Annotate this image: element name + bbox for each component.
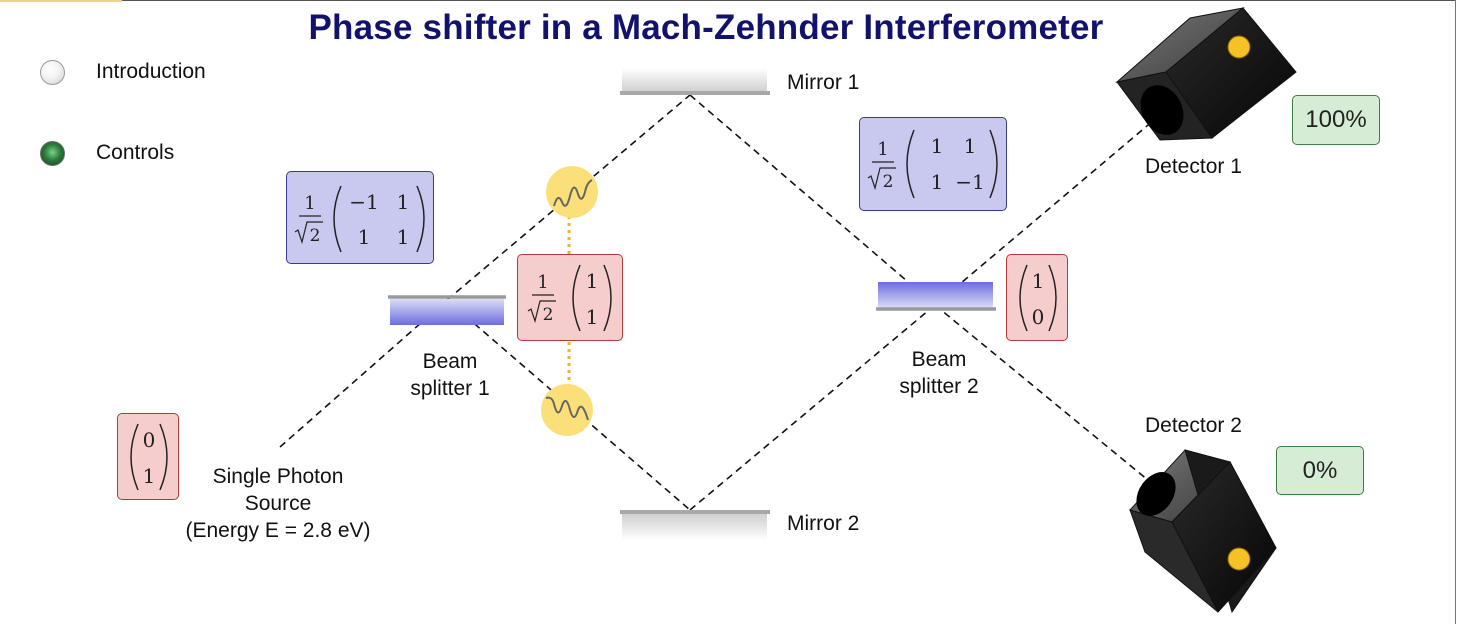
source-label-line2: Source — [244, 492, 312, 515]
state-after-bs1-glyphs: 1 2 1 1 — [527, 264, 612, 332]
source-label-line1: Single Photon — [212, 465, 344, 488]
bs1-r2c2: 1 — [397, 225, 410, 249]
detector2-label: Detector 2 — [1145, 414, 1242, 437]
mirror1-label: Mirror 1 — [787, 71, 860, 94]
state-out-glyphs: 1 0 — [1019, 264, 1057, 332]
state-bs1-c2: 1 — [586, 305, 599, 329]
detector-1 — [1115, 7, 1297, 141]
frame-top-line — [120, 0, 1455, 1]
state-bs1-prefactor-den: 2 — [543, 305, 554, 325]
page-title: Phase shifter in a Mach-Zehnder Interfer… — [308, 8, 1104, 47]
mirror2-label: Mirror 2 — [787, 512, 860, 535]
photon-upper — [546, 166, 598, 218]
nav-introduction-label: Introduction — [96, 60, 206, 83]
nav-controls-label: Controls — [96, 141, 175, 164]
bs2-r1c2: 1 — [964, 134, 977, 158]
detector1-readout: 100% — [1292, 95, 1380, 145]
state-in-box: 0 1 — [117, 413, 179, 500]
beam-splitter-2 — [876, 282, 996, 311]
beam-splitter1-label: Beam splitter 1 — [395, 348, 505, 402]
photon-lower — [541, 384, 593, 436]
detector-2 — [1129, 449, 1277, 614]
beam-splitter-1 — [388, 295, 506, 325]
state-in-c1: 0 — [143, 428, 156, 452]
state-out-c1: 1 — [1032, 269, 1045, 293]
beam-splitter1-label-line2: splitter 1 — [410, 377, 490, 400]
bs2-prefactor-den: 2 — [883, 172, 894, 192]
bs2-r1c1: 1 — [931, 134, 944, 158]
bs1-matrix-glyphs: 1 2 −1 1 1 1 — [294, 185, 425, 253]
beam-splitter1-label-line1: Beam — [422, 350, 478, 373]
radio-introduction-icon[interactable] — [40, 59, 65, 85]
bs1-r1c2: 1 — [397, 190, 410, 214]
mirror-1 — [620, 68, 770, 95]
beam-mirror2-to-bs2 — [689, 304, 936, 511]
state-after-bs1-box: 1 2 1 1 — [517, 254, 623, 341]
bs1-prefactor-den: 2 — [310, 226, 321, 246]
source-label: Single Photon Source (Energy E = 2.8 eV) — [168, 463, 388, 544]
beam-splitter2-label-line2: splitter 2 — [899, 375, 979, 398]
radio-controls-icon[interactable] — [40, 140, 65, 166]
bs2-r2c2: −1 — [955, 170, 984, 194]
beam-splitter2-label: Beam splitter 2 — [884, 346, 994, 400]
nav-controls[interactable]: Controls — [40, 137, 174, 169]
state-bs1-prefactor-num: 1 — [537, 272, 548, 293]
state-out-box: 1 0 — [1006, 254, 1068, 341]
frame-top-accent — [0, 0, 122, 2]
bs1-r2c1: 1 — [358, 225, 371, 249]
beam-splitter2-label-line1: Beam — [911, 348, 967, 371]
bs2-matrix-box: 1 2 1 1 1 −1 — [859, 117, 1007, 211]
detector2-readout: 0% — [1276, 446, 1364, 495]
state-bs1-c1: 1 — [586, 269, 599, 293]
state-in-c2: 1 — [143, 464, 156, 488]
bs2-matrix-glyphs: 1 2 1 1 1 −1 — [867, 129, 998, 199]
bs2-r2c1: 1 — [931, 170, 944, 194]
beam-bs2-to-detector1 — [934, 114, 1161, 306]
mirror-2 — [620, 510, 770, 540]
beam-mirror1-to-bs2 — [689, 94, 936, 306]
beam-bs2-to-detector2 — [934, 304, 1161, 491]
bs1-prefactor-num: 1 — [304, 193, 315, 214]
state-in-glyphs: 0 1 — [130, 423, 168, 491]
bs1-r1c1: −1 — [349, 190, 378, 214]
nav-introduction[interactable]: Introduction — [40, 56, 206, 88]
state-out-c2: 0 — [1032, 305, 1045, 329]
source-label-line3: (Energy E = 2.8 eV) — [185, 519, 371, 542]
bs1-matrix-box: 1 2 −1 1 1 1 — [286, 171, 434, 264]
detector1-label: Detector 1 — [1145, 155, 1242, 178]
bs2-prefactor-num: 1 — [877, 139, 888, 160]
frame-right-line — [1455, 0, 1456, 624]
